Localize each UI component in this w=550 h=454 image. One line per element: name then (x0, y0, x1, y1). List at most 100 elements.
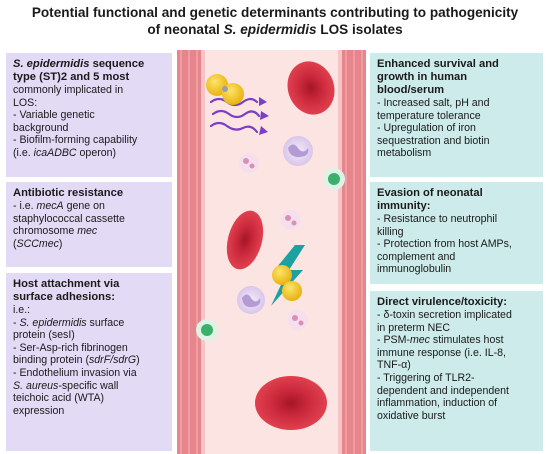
text: stimulates host (429, 334, 504, 347)
virulence-box: Direct virulence/toxicity: - δ-toxin sec… (370, 291, 543, 451)
species-name: S. epidermidis (19, 316, 87, 329)
box-text: killing (377, 225, 404, 238)
box-text: oxidative burst (377, 409, 446, 422)
text: - (13, 316, 20, 329)
text: gene on (63, 200, 105, 212)
arrow-heads (259, 97, 269, 135)
box-heading: S. epidermidis sequence (13, 58, 166, 71)
box-text: - Resistance to neutrophil (377, 213, 498, 225)
gene-name: mecA (36, 200, 64, 212)
title-species: S. epidermidis (223, 22, 317, 37)
text: - i.e. (13, 200, 37, 212)
gene-name: SCCmec (16, 237, 59, 250)
red-blood-cell (226, 210, 264, 270)
white-blood-cell-small (239, 153, 259, 173)
white-blood-cell-small (288, 310, 308, 330)
title-text: LOS isolates (316, 22, 403, 37)
box-text: TNF-α) (377, 359, 411, 372)
box-text: - Variable genetic (13, 109, 95, 122)
white-blood-cell (237, 286, 265, 314)
host-attachment-box: Host attachment via surface adhesions: i… (6, 273, 172, 451)
box-text: (i.e. icaADBC operon) (13, 147, 166, 160)
box-text: expression (13, 404, 65, 417)
box-text: in preterm NEC (377, 321, 450, 334)
box-heading: Enhanced survival and (377, 58, 499, 70)
box-text: temperature tolerance (377, 109, 481, 122)
box-text: - S. epidermidis surface (13, 317, 166, 330)
text: surface (86, 316, 125, 329)
box-heading: growth in human (377, 71, 468, 83)
box-text: (SCCmec) (13, 238, 166, 251)
box-text: - PSM-mec stimulates host (377, 334, 537, 347)
box-text: metabolism (377, 147, 432, 160)
gene-name: mec (409, 334, 430, 347)
box-text: - Biofilm-forming capability (13, 134, 138, 147)
title-line-1: Potential functional and genetic determi… (31, 5, 519, 20)
box-text: - i.e. mecA gene on (13, 200, 166, 213)
sequence-type-box: S. epidermidis sequence type (ST)2 and 5… (6, 53, 172, 177)
text: ) (58, 237, 63, 250)
box-text: inflammation, induction of (377, 397, 498, 410)
box-heading: immunity: (377, 200, 431, 212)
adherent-immune-cell (196, 319, 218, 341)
gene-name: sdrF/sdrG (88, 354, 137, 367)
box-text: - Increased salt, pH and (377, 97, 490, 109)
box-text: - Endothelium invasion via (13, 366, 137, 379)
immune-evasion-box: Evasion of neonatal immunity: - Resistan… (370, 182, 543, 284)
text: binding protein ( (13, 354, 89, 367)
text: ( (13, 237, 17, 250)
box-text: sequestration and biotin (377, 134, 490, 147)
box-text: binding protein (sdrF/sdrG) (13, 354, 166, 367)
heading-text: sequence (89, 58, 145, 70)
blood-vessel-illustration (177, 50, 366, 454)
box-text: - Triggering of TLR2- (377, 371, 475, 384)
lumen-edge-left (201, 50, 205, 454)
box-text: - δ-toxin secretion implicated (377, 309, 512, 321)
box-heading: Direct virulence/toxicity: (377, 296, 507, 308)
text: chromosome (13, 225, 78, 238)
antibiotic-resistance-box: Antibiotic resistance - i.e. mecA gene o… (6, 182, 172, 267)
box-heading: Evasion of neonatal (377, 187, 483, 199)
white-blood-cell-small (281, 210, 301, 230)
box-text: dependent and independent (377, 384, 509, 397)
box-text: chromosome mec (13, 225, 166, 238)
box-text: protein (sesI) (13, 329, 75, 342)
figure-title: Potential functional and genetic determi… (0, 4, 550, 38)
text: ) (136, 354, 140, 367)
red-blood-cell (287, 61, 335, 115)
text: operon) (76, 146, 117, 159)
box-text: - Protection from host AMPs, (377, 238, 512, 251)
box-heading: blood/serum (377, 84, 445, 96)
heading-species: S. epidermidis (13, 58, 90, 70)
box-heading: surface adhesions: (13, 291, 115, 303)
box-text: - Upregulation of iron (377, 122, 476, 135)
box-heading: Host attachment via (13, 278, 120, 290)
box-text: staphylococcal cassette (13, 212, 125, 225)
title-text: of neonatal (147, 22, 224, 37)
species-name: S. aureus (13, 379, 59, 392)
title-line-2: of neonatal S. epidermidis LOS isolates (0, 21, 550, 38)
purple-arrows (209, 97, 261, 134)
box-text: - Ser-Asp-rich fibrinogen (13, 341, 128, 354)
box-text: immunoglobulin (377, 263, 452, 276)
gene-name: icaADBC (33, 146, 77, 159)
text: (i.e. (13, 146, 34, 159)
box-text: i.e.: (13, 304, 31, 316)
box-text: complement and (377, 250, 456, 263)
box-text: teichoic acid (WTA) (13, 392, 105, 405)
box-heading: Antibiotic resistance (13, 187, 124, 199)
endothelium-pattern (180, 50, 363, 454)
white-blood-cell (283, 136, 313, 166)
adherent-immune-cell (323, 168, 345, 190)
box-text: LOS: (13, 96, 38, 109)
gene-name: mec (77, 225, 98, 238)
staphylococcus-bacteria (272, 265, 302, 301)
survival-box: Enhanced survival and growth in human bl… (370, 53, 543, 177)
box-text: S. aureus-specific wall (13, 380, 166, 393)
box-heading: type (ST)2 and 5 most (13, 71, 130, 83)
lumen-edge-right (338, 50, 342, 454)
text: -specific wall (58, 379, 119, 392)
red-blood-cell (255, 376, 327, 430)
text: - PSM- (377, 334, 410, 347)
box-text: background (13, 121, 69, 134)
